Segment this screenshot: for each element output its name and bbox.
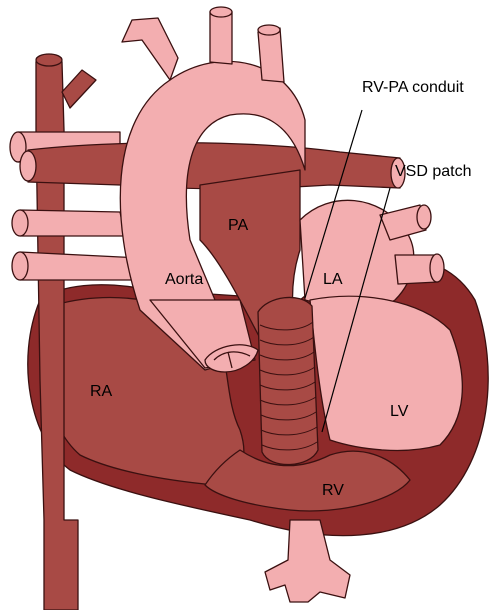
- pulmonary-vein-right-2-end: [430, 254, 444, 282]
- pulmonary-branch-left-2: [20, 210, 125, 236]
- callout-vsd-patch: VSD patch: [395, 163, 471, 180]
- pulmonary-vein-right-1-end: [417, 205, 431, 229]
- label-la: LA: [323, 271, 343, 288]
- label-lv: LV: [390, 403, 409, 420]
- aortic-branch-1: [122, 18, 178, 80]
- label-pa: PA: [228, 217, 248, 234]
- label-rv: RV: [322, 482, 344, 499]
- aortic-branch-2-end: [210, 7, 232, 17]
- label-aorta: Aorta: [165, 271, 203, 288]
- aortic-branch-3: [258, 28, 284, 82]
- aortic-branch-3-end: [258, 25, 280, 35]
- aortic-branch-2: [210, 12, 232, 64]
- pulmonary-artery-band: [28, 143, 400, 189]
- vena-cava-opening: [36, 54, 62, 66]
- pulmonary-branch-left-3-end: [12, 252, 28, 280]
- pulmonary-branch-left-2-end: [12, 210, 28, 236]
- pa-left-opening: [20, 151, 36, 181]
- rv-pa-conduit: [258, 297, 318, 464]
- label-ra: RA: [90, 383, 113, 400]
- svc-branch: [62, 70, 96, 108]
- callout-rv-pa-conduit: RV-PA conduit: [362, 79, 464, 96]
